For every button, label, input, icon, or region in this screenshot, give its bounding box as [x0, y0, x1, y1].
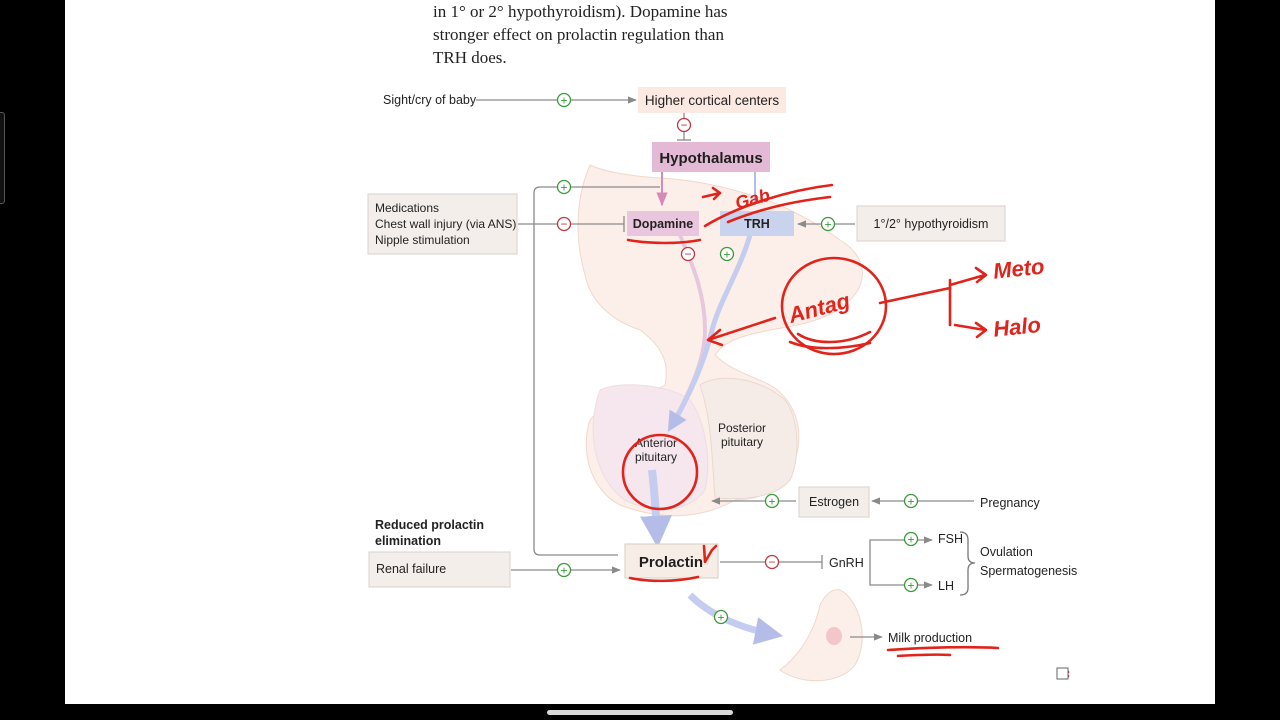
medications-line: Medications [375, 201, 439, 215]
stimulate-badge: + [764, 493, 780, 509]
home-indicator[interactable] [547, 710, 733, 715]
intro-line: in 1° or 2° hypothyroidism). Dopamine ha… [433, 2, 728, 21]
stimulate-badge: + [903, 577, 919, 593]
intro-line: TRH does. [433, 48, 507, 67]
inhibit-badge: − [680, 246, 696, 262]
trh-flow [667, 234, 753, 432]
fsh-label: FSH [938, 532, 963, 546]
posterior-pituitary-label: Posterior [718, 421, 766, 435]
dopamine-label: Dopamine [633, 217, 693, 231]
svg-text:+: + [824, 218, 831, 232]
inhibit-badge: − [676, 117, 692, 133]
hypothalamus-label: Hypothalamus [659, 150, 762, 167]
milk-flow [687, 592, 784, 645]
stimulate-badge: + [903, 493, 919, 509]
svg-text:−: − [680, 118, 687, 132]
pregnancy-label: Pregnancy [980, 496, 1041, 510]
slide-page: in 1° or 2° hypothyroidism). Dopamine ha… [65, 0, 1215, 704]
anterior-pituitary-label: Anterior [635, 436, 677, 450]
svg-text:−: − [768, 555, 775, 569]
gnrh-label: GnRH [829, 556, 864, 570]
svg-text:+: + [560, 564, 567, 578]
renal-failure-box [368, 551, 511, 588]
handwriting-annotations [621, 183, 1070, 678]
stimulate-badge: + [556, 92, 572, 108]
higher-cortical-label: Higher cortical centers [645, 93, 780, 108]
inhibit-badge: − [556, 216, 572, 232]
stimulate-badge: + [713, 609, 729, 625]
svg-text:+: + [907, 579, 914, 593]
lh-label: LH [938, 579, 954, 593]
prolactin-label: Prolactin [639, 554, 703, 571]
ovulation-label: Ovulation [980, 545, 1033, 559]
inhibit-badge: − [764, 554, 780, 570]
hypothyroidism-box [856, 205, 1006, 242]
spermatogenesis-label: Spermatogenesis [980, 564, 1077, 578]
reduced-elimination-title: Reduced prolactin [375, 518, 484, 532]
stimulate-badge: + [820, 216, 836, 232]
reduced-elimination-title: elimination [375, 534, 441, 548]
svg-text:+: + [560, 94, 567, 108]
renal-failure-label: Renal failure [376, 562, 446, 576]
prolactin-box [624, 543, 719, 579]
nipple-shape [826, 627, 842, 645]
resize-icon[interactable] [1056, 667, 1069, 680]
medications-line: Nipple stimulation [375, 233, 470, 247]
svg-text:+: + [717, 611, 724, 625]
handwritten-halo: Halo [992, 312, 1042, 342]
anterior-output-flow [640, 469, 673, 548]
trh-box [720, 211, 794, 236]
milk-production-label: Milk production [888, 631, 972, 645]
hypothyroidism-label: 1°/2° hypothyroidism [874, 217, 989, 231]
anterior-pituitary-label: pituitary [635, 450, 677, 464]
svg-text:+: + [907, 495, 914, 509]
estrogen-label: Estrogen [809, 495, 859, 509]
svg-text:+: + [768, 495, 775, 509]
medications-line: Chest wall injury (via ANS) [375, 217, 516, 231]
dopamine-box [627, 211, 699, 236]
outcome-brace [959, 531, 976, 596]
svg-text:+: + [560, 181, 567, 195]
intro-paragraph: in 1° or 2° hypothyroidism). Dopamine ha… [433, 0, 763, 69]
hypothalamus-box [652, 142, 770, 172]
stimulate-badge: + [556, 179, 572, 195]
trh-label: TRH [744, 217, 770, 231]
side-drawer-handle[interactable] [0, 112, 5, 204]
stimulate-badge: + [903, 531, 919, 547]
posterior-pituitary-label: pituitary [721, 435, 763, 449]
handwritten-meto: Meto [992, 254, 1046, 284]
connector-lines [476, 96, 974, 641]
medications-box [367, 193, 518, 255]
estrogen-box [798, 486, 870, 518]
svg-text:+: + [907, 533, 914, 547]
stimulate-badge: + [719, 246, 735, 262]
higher-cortical-box [638, 87, 786, 113]
sight-cry-label: Sight/cry of baby [383, 93, 477, 107]
svg-text:−: − [684, 247, 691, 261]
stimulate-badge: + [556, 562, 572, 578]
svg-text:+: + [723, 248, 730, 262]
svg-text:−: − [560, 217, 567, 231]
intro-line: stronger effect on prolactin regulation … [433, 25, 724, 44]
pituitary-anatomy [577, 164, 863, 682]
